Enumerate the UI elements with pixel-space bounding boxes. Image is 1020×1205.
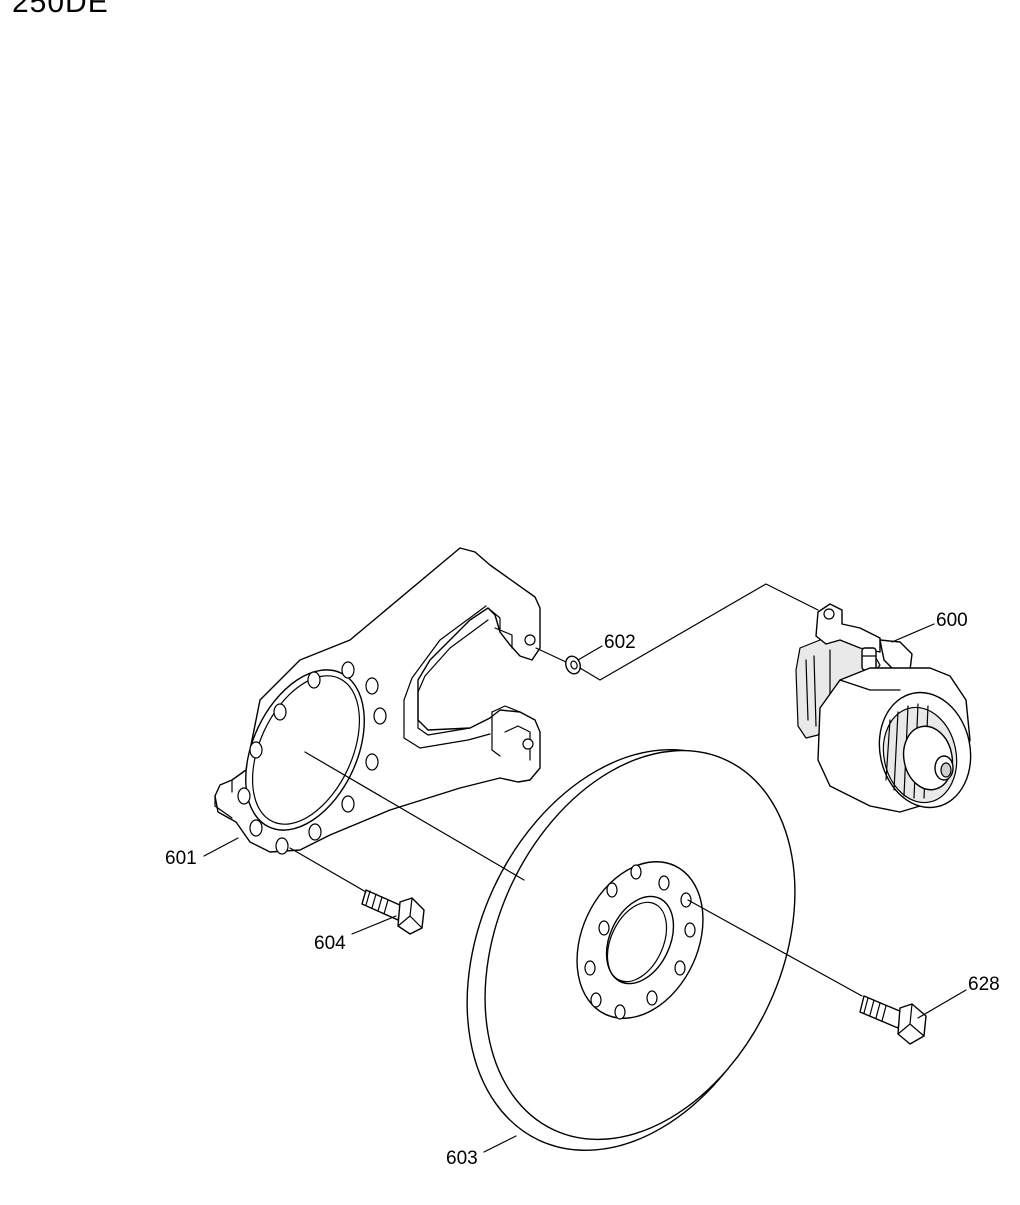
caliper-bracket-601: [214, 547, 541, 855]
callout-628: 628: [968, 974, 1000, 995]
callout-603: 603: [446, 1148, 478, 1169]
callout-601: 601: [165, 848, 197, 869]
assembly-lines: [289, 583, 863, 997]
model-label: 250DE: [12, 0, 109, 19]
leader-lines: [203, 623, 967, 1153]
bolt-628: [859, 995, 927, 1045]
brake-disc-603: [466, 748, 796, 1152]
brake-caliper-600: [795, 603, 972, 813]
callout-600: 600: [936, 610, 968, 631]
bolt-604: [361, 889, 425, 935]
callout-602: 602: [604, 632, 636, 653]
callout-604: 604: [314, 933, 346, 954]
washer-602: [565, 655, 581, 675]
